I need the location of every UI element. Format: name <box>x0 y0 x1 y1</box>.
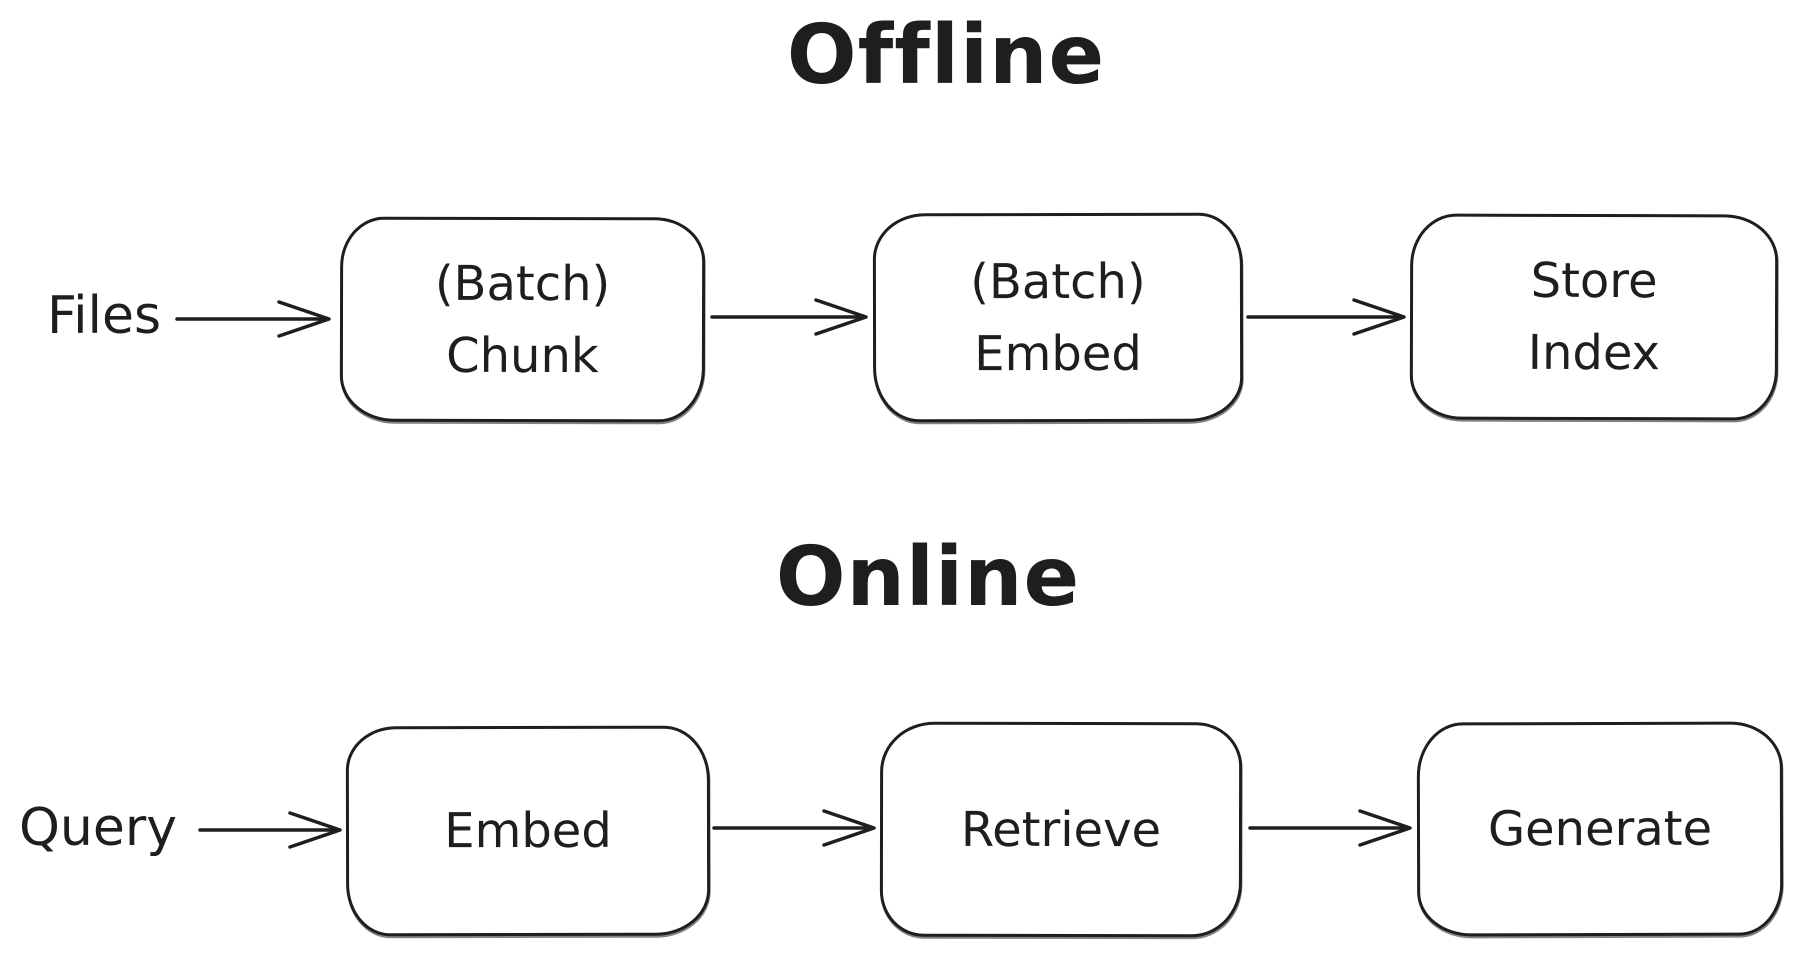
arrow-embed-to-store-index <box>1246 298 1406 336</box>
node-generate: Generate <box>1416 721 1784 937</box>
node-store-index: Store Index <box>1409 213 1779 421</box>
node-label-line: (Batch) <box>970 253 1146 310</box>
arrow-retrieve-to-generate <box>1248 809 1412 847</box>
node-retrieve: Retrieve <box>879 721 1243 938</box>
node-label-line: Index <box>1527 324 1661 382</box>
arrow-files-to-chunk <box>175 300 331 338</box>
node-label-line: Retrieve <box>960 801 1162 858</box>
arrow-embed-to-retrieve <box>712 809 876 847</box>
online-section-title: Online <box>775 530 1081 625</box>
node-embed: Embed <box>345 725 711 937</box>
node-batch-chunk: (Batch) Chunk <box>339 216 706 423</box>
arrow-chunk-to-embed <box>710 298 868 336</box>
offline-section-title: Offline <box>786 8 1106 103</box>
node-label-line: Store <box>1530 252 1658 310</box>
arrow-query-to-embed <box>198 811 342 849</box>
node-label-line: Embed <box>974 325 1142 382</box>
node-label-line: (Batch) <box>434 255 611 312</box>
files-label: Files <box>46 286 162 346</box>
node-label-line: Generate <box>1487 800 1713 858</box>
query-label: Query <box>18 798 178 858</box>
node-label-line: Chunk <box>446 327 599 384</box>
node-label-line: Embed <box>444 802 612 860</box>
node-batch-embed: (Batch) Embed <box>872 212 1244 423</box>
